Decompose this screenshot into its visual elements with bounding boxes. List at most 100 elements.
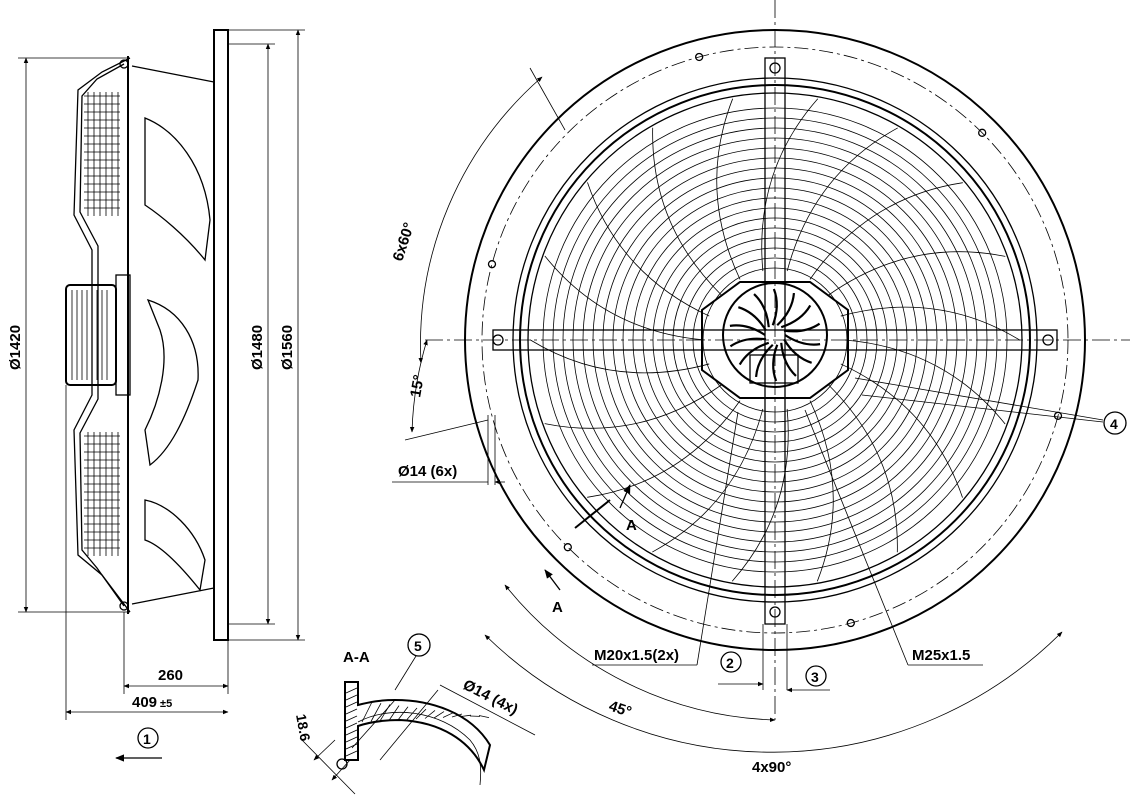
motor-rotor-pattern xyxy=(729,288,821,382)
guard-spoke xyxy=(828,251,1006,296)
thread-m20: M20x1.5(2x) xyxy=(594,647,679,664)
motor-hub-plate xyxy=(701,281,849,399)
guard-spoke xyxy=(731,408,789,582)
guard-ring xyxy=(662,227,888,453)
hatch-line xyxy=(451,713,463,718)
guard-ring xyxy=(612,177,938,503)
callout-3: 3 xyxy=(811,669,819,685)
guard-spoke xyxy=(587,400,741,498)
dim-409-value: 409 xyxy=(132,694,157,711)
motor-rib xyxy=(754,343,774,378)
guard-ring xyxy=(562,127,988,553)
section-mark-a-upper: A xyxy=(626,517,637,534)
guard-spoke xyxy=(544,384,722,429)
motor-rib xyxy=(753,293,770,328)
callout-1: 1 xyxy=(143,731,151,747)
guard-spoke xyxy=(544,255,706,341)
guard-spoke xyxy=(809,182,963,280)
callout-2: 2 xyxy=(726,655,734,671)
section-mark-a-lower: A xyxy=(552,599,563,616)
hatch-line xyxy=(406,707,418,720)
guard-spoke xyxy=(587,182,710,317)
dim-d1420: Ø1420 xyxy=(7,325,24,370)
dim-18-6: 18.6 xyxy=(293,713,314,743)
section-title: A-A xyxy=(343,649,370,666)
section-hatching xyxy=(345,687,490,757)
thread-m25: M25x1.5 xyxy=(912,647,970,664)
guard-spoke xyxy=(828,384,898,553)
motor-rib xyxy=(776,292,796,327)
hatch-line xyxy=(345,708,358,715)
dim-409: 409±5 xyxy=(132,694,172,711)
hatch-line xyxy=(345,722,358,729)
callout-4: 4 xyxy=(1110,416,1118,432)
guard-ring xyxy=(682,247,868,433)
angle-6x60: 6x60° xyxy=(390,221,418,264)
hole-d14-6x: Ø14 (6x) xyxy=(398,463,457,480)
guard-ring xyxy=(602,167,948,513)
mounting-hole xyxy=(487,260,497,269)
guard-spoke xyxy=(529,339,710,374)
guard-ring xyxy=(632,197,918,483)
guard-spoke xyxy=(786,127,898,272)
hatch-line xyxy=(345,694,358,701)
hatch-line xyxy=(345,750,358,757)
inlet-grille xyxy=(84,92,120,556)
hatch-line xyxy=(397,706,409,721)
guard-spoke xyxy=(844,339,1006,425)
callout-5: 5 xyxy=(414,638,422,654)
motor-rib xyxy=(772,344,779,382)
guard-spoke xyxy=(840,306,1021,341)
motor-rib xyxy=(729,337,767,348)
mounting-hole xyxy=(846,618,855,628)
dim-d1480: Ø1480 xyxy=(249,325,266,370)
motor-rib xyxy=(783,322,821,333)
guard-ring xyxy=(582,147,968,533)
guard-ring xyxy=(542,107,1008,573)
motor-rib xyxy=(737,306,767,332)
hatch-line xyxy=(345,729,358,736)
guard-spoke xyxy=(716,98,741,280)
terminal-box xyxy=(749,354,799,384)
mounting-hole xyxy=(563,543,572,552)
motor-rib xyxy=(780,342,797,377)
front-view: 6x60° 15° Ø14 (6x) A A 4 M20x1.5(2x) M25… xyxy=(390,0,1130,776)
dim-d1560: Ø1560 xyxy=(279,325,296,370)
hatch-line xyxy=(345,715,358,722)
side-view: Ø1420 Ø1480 Ø1560 260 409±5 1 xyxy=(7,29,305,762)
motor-rib xyxy=(771,288,778,326)
hatch-line xyxy=(345,687,358,694)
hatch-line xyxy=(478,715,490,718)
hatch-line xyxy=(433,711,445,719)
hatch-line xyxy=(388,705,400,721)
motor-rib xyxy=(780,304,812,329)
guard-spoke xyxy=(761,98,819,272)
guard-ring xyxy=(652,217,898,463)
guard-grille-rings xyxy=(542,107,1008,573)
guard-spoke xyxy=(809,400,834,582)
hatch-line xyxy=(442,712,454,718)
hatch-line xyxy=(424,710,436,719)
hatch-line xyxy=(345,736,358,743)
guard-ring xyxy=(572,137,978,543)
motor-rib xyxy=(783,338,813,364)
guard-spoke xyxy=(652,127,722,296)
guard-ring xyxy=(622,187,928,493)
motor-rib xyxy=(738,341,770,366)
guard-ring xyxy=(692,257,858,423)
dim-260: 260 xyxy=(158,667,183,684)
hatch-line xyxy=(370,703,382,722)
mounting-hole xyxy=(695,52,704,62)
dim-409-tolerance: ±5 xyxy=(160,698,172,710)
angle-15: 15° xyxy=(407,373,428,398)
angle-45: 45° xyxy=(607,698,634,721)
hatch-line xyxy=(460,714,472,717)
motor-rib xyxy=(784,334,821,346)
guard-ring xyxy=(592,157,958,523)
hatch-line xyxy=(345,701,358,708)
guard-spoke xyxy=(652,408,764,553)
hole-d14-4x: Ø14 (4x) xyxy=(460,676,520,718)
motor-housing xyxy=(722,282,828,388)
angle-4x90: 4x90° xyxy=(752,759,791,776)
